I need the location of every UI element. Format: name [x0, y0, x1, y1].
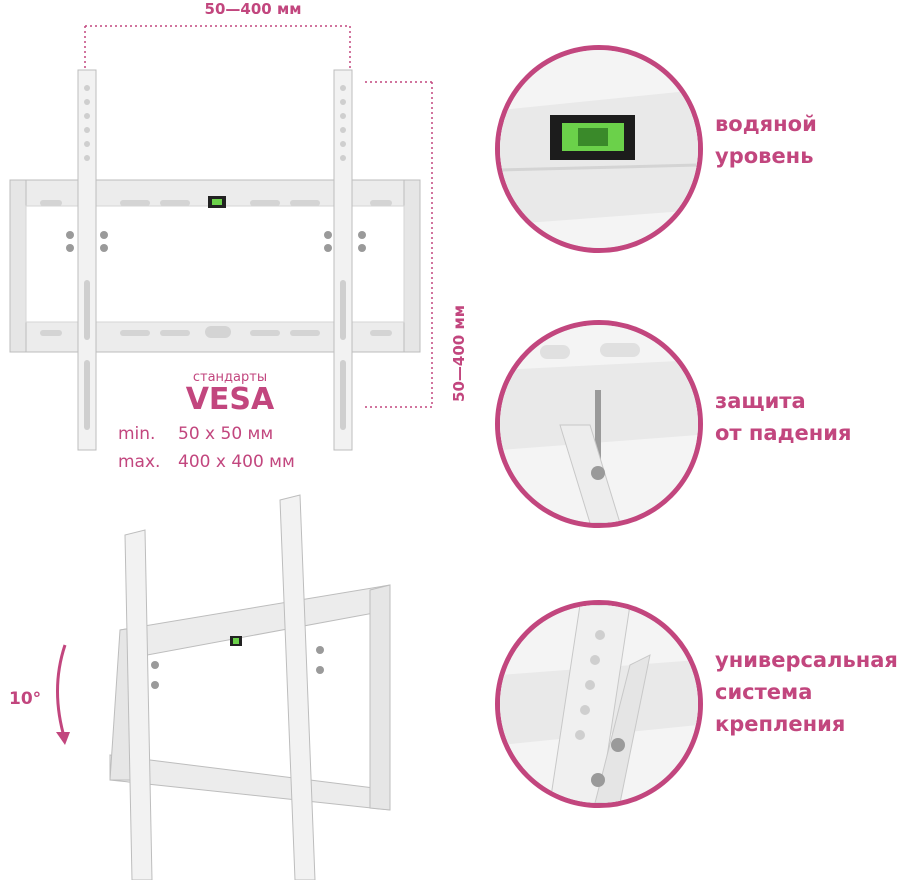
dimension-vertical-text: 50—400 мм — [450, 305, 468, 402]
fall-protection-photo — [500, 325, 698, 523]
feature-line: крепления — [715, 712, 846, 736]
mount-angled-view — [109, 494, 391, 880]
vesa-prefix: стандарты — [192, 370, 268, 385]
feature-line: универсальная — [715, 648, 898, 672]
feature-line: уровень — [715, 144, 814, 168]
vesa-max-label: max. — [118, 452, 161, 472]
vesa-min-label: min. — [118, 424, 156, 444]
feature-line: система — [715, 680, 813, 704]
tilt-arrow-icon — [56, 644, 70, 745]
feature-fall-protection: защита от падения — [715, 385, 852, 449]
detail-fall-protection — [495, 320, 703, 528]
feature-water-level: водяной уровень — [715, 108, 817, 172]
detail-universal-mount — [495, 600, 703, 808]
dimension-vertical-label: 50—400 мм — [430, 195, 470, 402]
feature-line: от падения — [715, 421, 852, 445]
feature-line: водяной — [715, 112, 817, 136]
vesa-max-row: max. 400 x 400 мм — [118, 452, 338, 472]
vesa-min-row: min. 50 x 50 мм — [118, 424, 338, 444]
vesa-title: VESA — [185, 382, 275, 417]
mount-front-view — [9, 69, 421, 451]
detail-water-level — [495, 45, 703, 253]
feature-universal-mount: универсальная система крепления — [715, 644, 898, 740]
feature-line: защита — [715, 389, 806, 413]
dimension-horizontal-label: 50—400 мм — [204, 0, 302, 18]
vesa-max-value: 400 x 400 мм — [178, 452, 295, 472]
water-level-photo — [500, 50, 698, 248]
vesa-min-value: 50 x 50 мм — [178, 424, 274, 444]
universal-mount-photo — [500, 605, 698, 803]
tilt-angle-label: 10° — [9, 689, 42, 709]
